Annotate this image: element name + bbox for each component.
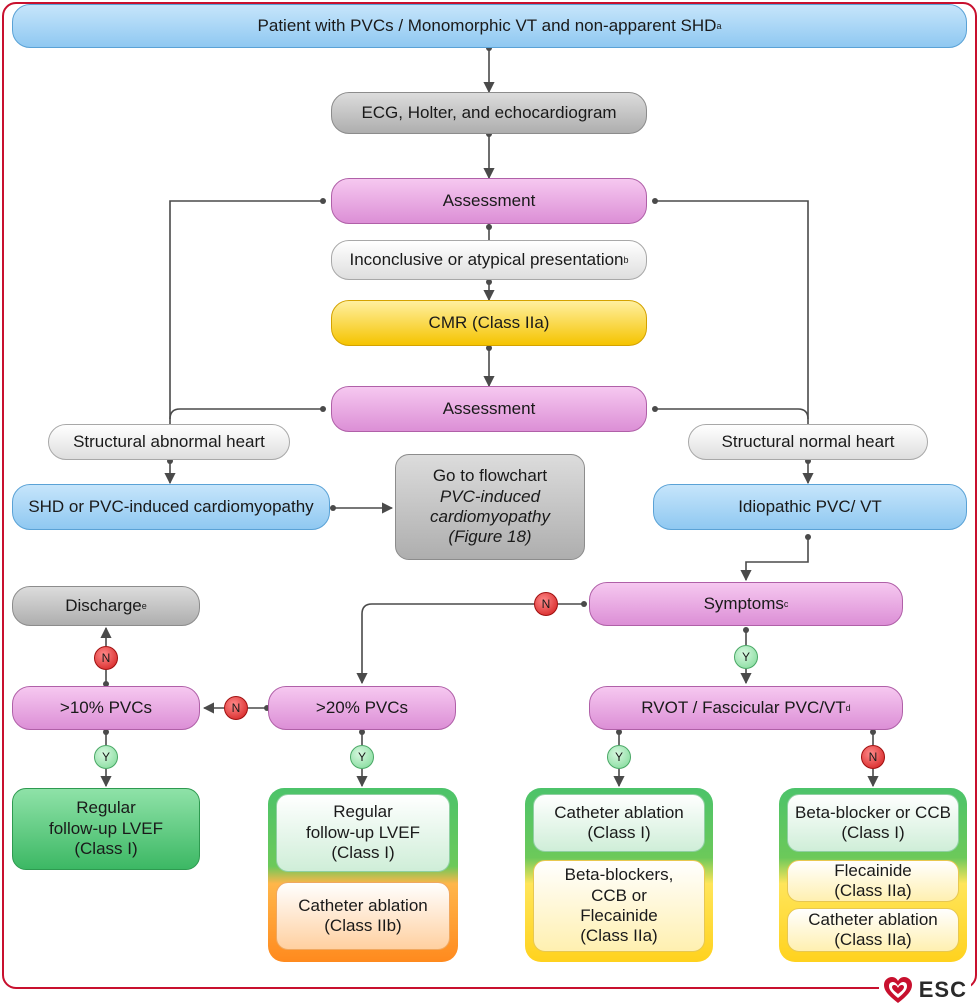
shd-pvc-cardiomyopathy-label: SHD or PVC-induced cardiomyopathy (28, 496, 314, 516)
structural-abnormal-node: Structural abnormal heart (48, 424, 290, 460)
ecg-holter-echo-node: ECG, Holter, and echocardiogram (331, 92, 647, 134)
inconclusive-label: Inconclusive or atypical presentation (349, 249, 624, 269)
cmr-label: CMR (Class IIa) (428, 312, 550, 332)
assessment-label-1: Assessment (442, 190, 536, 210)
regular1-line2: follow-up LVEF (48, 818, 163, 838)
beta-blocker-or-ccb-node: Beta-blocker or CCB (Class I) (787, 794, 959, 852)
symptoms-footnote: c (783, 598, 789, 609)
arrow-n-to-p20 (356, 603, 534, 685)
flecainide-line2: (Class IIa) (834, 881, 912, 900)
idiopathic-label: Idiopathic PVC/ VT (738, 496, 882, 516)
flecainide-line1: Flecainide (834, 860, 912, 880)
line-assessment2-left (169, 408, 322, 420)
start-node-footnote: a (716, 20, 722, 31)
yes-badge-symptoms: Y (734, 645, 758, 669)
arrow-idiopathic-to-symptoms (740, 536, 809, 582)
pvc20-treatment-group: Regular follow-up LVEF (Class I) Cathete… (268, 788, 458, 962)
structural-normal-label: Structural normal heart (721, 431, 895, 451)
ablation-i-line2: (Class I) (587, 823, 651, 842)
symptoms-label: Symptoms (703, 593, 784, 613)
heart-icon (883, 977, 912, 1003)
assessment-node-1: Assessment (331, 178, 647, 224)
no-badge-symptoms-label: N (541, 597, 551, 611)
figure-frame (2, 2, 977, 989)
bbccb-line1: Beta-blocker or CCB (795, 802, 951, 822)
discharge-label: Discharge (65, 595, 142, 615)
rvot-yes-treatment-group: Catheter ablation (Class I) Beta-blocker… (525, 788, 713, 962)
yes-badge-rvot: Y (607, 745, 631, 769)
assessment-node-2: Assessment (331, 386, 647, 432)
start-node-label: Patient with PVCs / Monomorphic VT and n… (257, 15, 717, 35)
bbccbfle-line2: CCB or (591, 885, 647, 905)
regular2-line2: follow-up LVEF (305, 822, 420, 842)
goto-line2: PVC-induced (439, 486, 541, 506)
assessment-label-2: Assessment (442, 398, 536, 418)
structural-abnormal-label: Structural abnormal heart (73, 431, 265, 451)
idiopathic-node: Idiopathic PVC/ VT (653, 484, 967, 530)
ablation-iib-line2: (Class IIb) (324, 916, 402, 935)
ablation-i-line1: Catheter ablation (554, 802, 684, 822)
goto-flowchart-node: Go to flowchart PVC-induced cardiomyopat… (395, 454, 585, 560)
ablation-iib-line1: Catheter ablation (298, 895, 428, 915)
no-badge-symptoms: N (534, 592, 558, 616)
yes-badge-pvc20: Y (350, 745, 374, 769)
bbccbfle-line3: Flecainide (580, 906, 658, 925)
no-badge-rvot-label: N (868, 750, 878, 764)
esc-logo: ESC (878, 976, 971, 1004)
no-badge-pvc20: N (224, 696, 248, 720)
goto-line1: Go to flowchart (432, 466, 548, 486)
line-assessment2-right (656, 408, 809, 420)
catheter-ablation-iia-node: Catheter ablation (Class IIa) (787, 908, 959, 952)
line-assessment1-right (656, 200, 809, 424)
line-assessment1-left (169, 200, 322, 424)
no-badge-rvot: N (861, 745, 885, 769)
rvot-fascicular-label: RVOT / Fascicular PVC/VT (641, 697, 846, 717)
bbccb-line2: (Class I) (841, 823, 905, 842)
pvc-20-label: >20% PVCs (315, 697, 409, 717)
bbccbfle-line4: (Class IIa) (580, 926, 658, 946)
bbccbfle-line1: Beta-blockers, (564, 865, 674, 885)
discharge-footnote: e (141, 600, 147, 611)
no-badge-pvc10: N (94, 646, 118, 670)
regular-followup-node-2: Regular follow-up LVEF (Class I) (276, 794, 450, 872)
cmr-node: CMR (Class IIa) (331, 300, 647, 346)
esc-logo-text: ESC (918, 977, 967, 1002)
regular1-line1: Regular (76, 798, 136, 818)
yes-badge-rvot-label: Y (614, 750, 623, 764)
pvc-10-node: >10% PVCs (12, 686, 200, 730)
yes-badge-symptoms-label: Y (741, 650, 750, 664)
no-badge-pvc20-label: N (231, 701, 241, 715)
regular-followup-node-1: Regular follow-up LVEF (Class I) (12, 788, 200, 870)
start-node: Patient with PVCs / Monomorphic VT and n… (12, 4, 967, 48)
rvot-no-treatment-group: Beta-blocker or CCB (Class I) Flecainide… (779, 788, 967, 962)
regular2-line3: (Class I) (331, 843, 395, 863)
ablation-iia-line1: Catheter ablation (808, 909, 938, 929)
catheter-ablation-class-i-node: Catheter ablation (Class I) (533, 794, 705, 852)
goto-line4: (Figure 18) (448, 527, 532, 547)
flecainide-node: Flecainide (Class IIa) (787, 860, 959, 902)
pvc-20-node: >20% PVCs (268, 686, 456, 730)
pvc-10-label: >10% PVCs (59, 697, 153, 717)
structural-normal-node: Structural normal heart (688, 424, 928, 460)
yes-badge-pvc10-label: Y (101, 750, 110, 764)
goto-line3: cardiomyopathy (429, 507, 550, 526)
regular1-line3: (Class I) (74, 839, 138, 859)
shd-pvc-cardiomyopathy-node: SHD or PVC-induced cardiomyopathy (12, 484, 330, 530)
inconclusive-footnote: b (623, 254, 629, 265)
rvot-fascicular-footnote: d (845, 702, 851, 713)
ecg-holter-echo-label: ECG, Holter, and echocardiogram (361, 102, 617, 122)
ablation-iia-line2: (Class IIa) (834, 930, 912, 949)
regular2-line1: Regular (333, 802, 393, 822)
yes-badge-pvc20-label: Y (357, 750, 366, 764)
yes-badge-pvc10: Y (94, 745, 118, 769)
beta-blockers-ccb-flecainide-node: Beta-blockers, CCB or Flecainide (Class … (533, 860, 705, 952)
no-badge-pvc10-label: N (101, 651, 111, 665)
catheter-ablation-iib-node: Catheter ablation (Class IIb) (276, 882, 450, 950)
